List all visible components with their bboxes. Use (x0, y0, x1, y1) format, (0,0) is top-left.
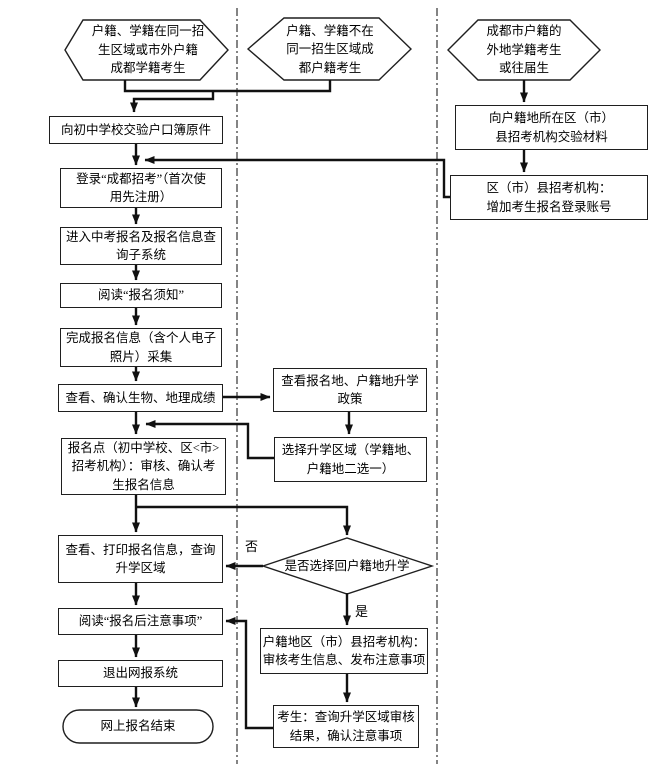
step-read-signup-notice: 阅读“报名须知” (60, 283, 222, 308)
step-check-policies: 查看报名地、户籍地升学 政策 (273, 368, 427, 412)
step-signup-site-review: 报名点（初中学校、区<市> 招考机构）：审核、确认考 生报名信息 (61, 438, 226, 495)
terminator-stadium (62, 709, 214, 744)
hexagon-out-of-town-label: 成都市户籍的 外地学籍考生 或往届生 (486, 24, 562, 76)
hexagon-out-of-town (447, 19, 601, 81)
step-submit-hukou-booklet: 向初中学校交验户口簿原件 (49, 116, 223, 144)
step-read-post-signup-notice: 阅读“报名后注意事项” (58, 608, 223, 635)
connector-l7-to-decision (136, 505, 351, 536)
step-student-check-result: 考生：查询升学区域审核 结果，确认注意事项 (273, 705, 419, 748)
step-submit-materials-hukou-org: 向户籍地所在区（市） 县招考机构交验材料 (455, 105, 648, 150)
connector-account-to-login (144, 156, 450, 199)
step-choose-enroll-region: 选择升学区域（学籍地、 户籍地二选一） (274, 437, 427, 482)
step-create-login-account: 区（市）县招考机构： 增加考生报名登录账号 (450, 175, 648, 220)
step-exit-online-system: 退出网报系统 (58, 660, 223, 687)
hexagon-same-district-label: 户籍、学籍在同一招 生区域或市外户籍 成都学籍考生 (91, 24, 205, 76)
step-confirm-bio-geo-scores: 查看、确认生物、地理成绩 (58, 384, 223, 412)
hexagon-diff-district-label: 户籍、学籍不在 同一招生区域成 都户籍考生 (286, 23, 374, 75)
branch-label-no: 否 (245, 539, 259, 554)
step-complete-signup-info: 完成报名信息（含个人电子 照片）采集 (60, 328, 222, 367)
step-enter-subsystem: 进入中考报名及报名信息查 询子系统 (60, 227, 222, 265)
branch-label-yes: 是 (355, 604, 369, 619)
connector-hexagons-merge (123, 80, 332, 93)
connector-region-back-to-main (145, 420, 275, 460)
connector-into-submit-hukou (130, 91, 215, 113)
terminator-finish-label: 网上报名结束 (100, 719, 176, 734)
decision-diamond-label: 是否选择回户籍地升学 (284, 559, 410, 574)
hexagon-diff-district (246, 17, 413, 81)
step-hukou-org-review: 户籍地区（市）县招考机构： 审核考生信息、发布注意事项 (260, 628, 428, 674)
decision-diamond (260, 537, 435, 595)
hexagon-same-district (64, 19, 229, 81)
step-print-signup-info: 查看、打印报名信息，查询 升学区域 (58, 535, 223, 583)
connector-result-back-to-notice (225, 617, 273, 730)
step-login-zhaokao: 登录“成都招考”（首次使 用先注册） (60, 168, 222, 208)
